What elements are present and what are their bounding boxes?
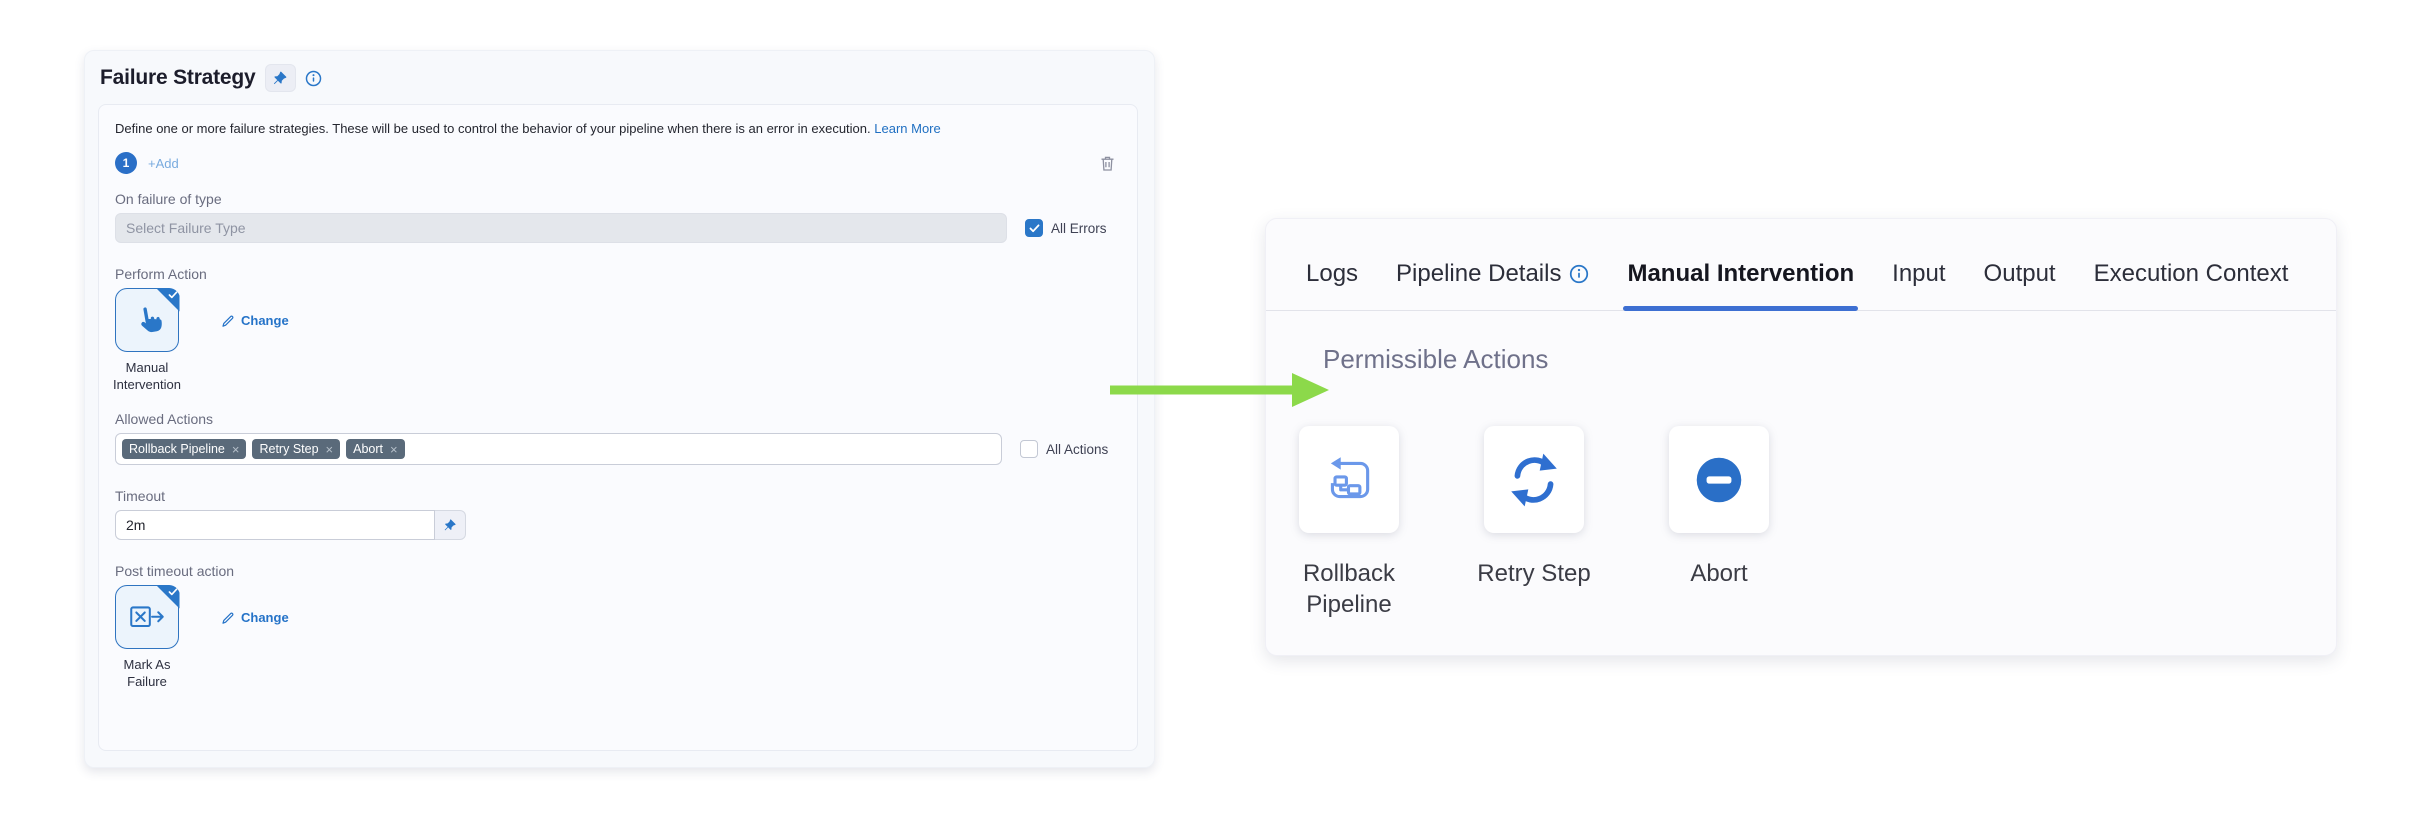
allowed-actions-row: Rollback Pipeline × Retry Step × Abort ×… — [115, 433, 1121, 465]
failure-strategy-panel: Failure Strategy Define one or more fail… — [84, 50, 1155, 768]
post-timeout-value: Mark As Failure — [123, 657, 171, 689]
timeout-field-group — [115, 510, 1121, 540]
change-action-button[interactable]: Change — [221, 313, 289, 328]
add-strategy-button[interactable]: +Add — [148, 155, 179, 171]
strategy-list-row: 1 +Add — [115, 152, 1121, 174]
info-icon — [1570, 264, 1589, 283]
info-icon[interactable] — [305, 70, 322, 87]
action-abort: Abort — [1669, 426, 1769, 620]
tab-input[interactable]: Input — [1892, 260, 1945, 288]
remove-tag-icon[interactable]: × — [231, 441, 240, 457]
pencil-icon — [222, 612, 234, 624]
permissible-actions-row: Rollback Pipeline Retry Step — [1299, 426, 2336, 620]
pin-icon — [273, 71, 287, 85]
delete-strategy-button[interactable] — [1100, 155, 1115, 172]
all-errors-checkbox[interactable] — [1025, 219, 1043, 237]
failure-strategy-header: Failure Strategy — [85, 51, 1154, 92]
tab-label: Execution Context — [2093, 259, 2289, 287]
action-label: Retry Step — [1477, 560, 1591, 587]
pointer-arrow — [1110, 373, 1329, 407]
retry-step-icon — [1511, 453, 1557, 506]
tab-output[interactable]: Output — [1984, 260, 2056, 288]
action-rollback-pipeline: Rollback Pipeline — [1299, 426, 1399, 620]
tab-logs[interactable]: Logs — [1306, 260, 1358, 288]
on-failure-label: On failure of type — [115, 191, 222, 207]
change-label: Change — [241, 313, 289, 328]
all-errors-label: All Errors — [1051, 220, 1107, 236]
tag-abort: Abort × — [346, 439, 405, 459]
all-actions-checkbox-group[interactable]: All Actions — [1020, 440, 1108, 458]
permissible-actions-heading: Permissible Actions — [1323, 344, 1549, 374]
change-post-timeout-button[interactable]: Change — [221, 610, 289, 625]
timeout-input[interactable] — [115, 510, 435, 540]
tab-label: Output — [1983, 259, 2056, 287]
allowed-actions-label: Allowed Actions — [115, 411, 214, 427]
tab-manual-intervention[interactable]: Manual Intervention — [1623, 259, 1859, 311]
action-label: Rollback Pipeline — [1302, 560, 1396, 618]
failure-type-row: All Errors — [115, 213, 1121, 243]
tab-label: Input — [1892, 259, 1946, 287]
manual-intervention-content: Permissible Actions — [1266, 311, 2336, 620]
checkmark-icon — [168, 587, 177, 595]
perform-action-row: Manual Intervention Change — [113, 287, 1121, 393]
tag-retry-step: Retry Step × — [252, 439, 341, 459]
tag-label: Rollback Pipeline — [129, 442, 225, 456]
active-tab-underline — [1623, 305, 1859, 311]
abort-button[interactable] — [1669, 426, 1769, 533]
perform-action-value: Manual Intervention — [113, 360, 181, 392]
retry-step-button[interactable] — [1484, 426, 1584, 533]
change-label: Change — [241, 610, 289, 625]
abort-icon — [1696, 457, 1742, 502]
all-errors-checkbox-group[interactable]: All Errors — [1025, 219, 1107, 237]
rollback-pipeline-button[interactable] — [1299, 426, 1399, 533]
remove-tag-icon[interactable]: × — [390, 441, 398, 457]
tab-label: Logs — [1306, 259, 1359, 287]
tab-bar: Logs Pipeline Details Manual Interventio… — [1266, 219, 2336, 311]
tab-label: Pipeline Details — [1396, 259, 1562, 287]
manual-intervention-card[interactable] — [115, 287, 180, 352]
allowed-actions-input[interactable]: Rollback Pipeline × Retry Step × Abort × — [115, 433, 1002, 465]
description-body: Define one or more failure strategies. T… — [115, 121, 871, 136]
tab-execution-context[interactable]: Execution Context — [2094, 260, 2289, 288]
learn-more-link[interactable]: Learn More — [874, 121, 941, 136]
post-timeout-label: Post timeout action — [115, 563, 235, 579]
remove-tag-icon[interactable]: × — [325, 441, 334, 457]
all-actions-label: All Actions — [1046, 441, 1109, 457]
perform-action-selection: Manual Intervention — [113, 287, 181, 393]
tab-label: Manual Intervention — [1627, 259, 1855, 287]
action-retry-step: Retry Step — [1477, 426, 1591, 620]
perform-action-label: Perform Action — [115, 266, 207, 282]
checkmark-icon — [1029, 223, 1039, 232]
trash-icon — [1101, 156, 1114, 171]
timeout-label: Timeout — [115, 488, 166, 504]
failure-type-input[interactable] — [115, 213, 1007, 243]
tag-label: Retry Step — [259, 442, 319, 456]
tag-label: Abort — [353, 442, 384, 456]
pencil-icon — [222, 315, 234, 327]
action-label: Abort — [1690, 560, 1748, 587]
panel-title: Failure Strategy — [100, 66, 256, 89]
description-text: Define one or more failure strategies. T… — [115, 121, 1121, 137]
execution-details-panel: Logs Pipeline Details Manual Interventio… — [1265, 218, 2337, 656]
post-timeout-selection: Mark As Failure — [115, 584, 180, 690]
manual-intervention-hand-icon — [141, 307, 162, 333]
all-actions-checkbox[interactable] — [1020, 440, 1038, 458]
failure-strategy-form: Define one or more failure strategies. T… — [98, 104, 1138, 751]
mark-as-failure-card[interactable] — [115, 584, 180, 649]
tag-rollback-pipeline: Rollback Pipeline × — [122, 439, 247, 459]
pin-toggle-button[interactable] — [264, 64, 296, 92]
pin-icon — [444, 519, 456, 531]
mark-as-failure-icon — [130, 606, 164, 628]
strategy-index-badge[interactable]: 1 — [115, 152, 137, 174]
timeout-pin-button[interactable] — [435, 510, 466, 540]
post-timeout-row: Mark As Failure Change — [115, 584, 1121, 690]
checkmark-icon — [168, 290, 177, 298]
rollback-pipeline-icon — [1330, 456, 1370, 498]
tab-pipeline-details[interactable]: Pipeline Details — [1396, 260, 1589, 288]
